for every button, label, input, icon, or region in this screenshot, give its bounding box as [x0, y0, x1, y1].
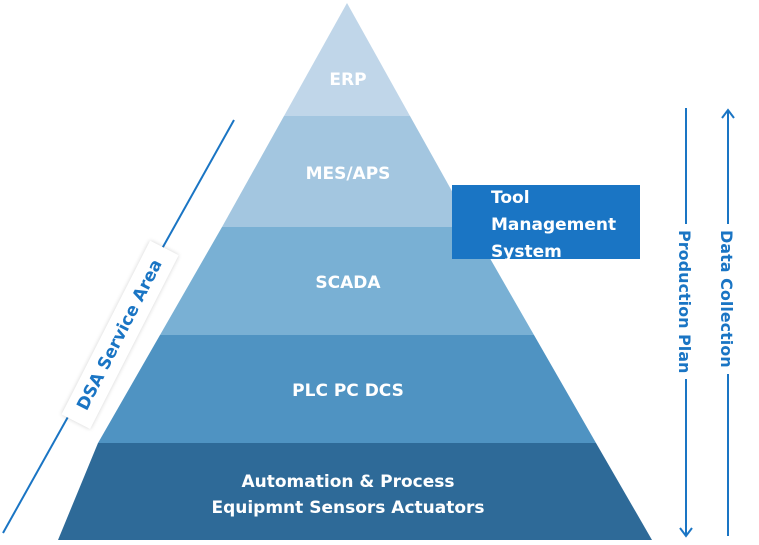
service-area-label: DSA Service Area — [61, 241, 179, 429]
layer-plc-label: PLC PC DCS — [292, 381, 404, 401]
tool-management-line-3: System — [491, 242, 562, 262]
layer-mes-aps-label: MES/APS — [305, 164, 391, 184]
layer-mes-aps-band — [222, 116, 472, 227]
layer-automation-line-2: Equipmnt Sensors Actuators — [211, 498, 485, 518]
tool-management-line-1: Tool — [491, 188, 530, 208]
layer-erp-band — [284, 3, 410, 116]
layer-erp-label: ERP — [329, 70, 367, 90]
layer-automation-line-1: Automation & Process — [241, 472, 455, 492]
production-plan-label: Production Plan — [675, 224, 694, 380]
data-collection-label: Data Collection — [717, 224, 736, 374]
layer-scada-band — [160, 227, 534, 335]
service-area-tag: DSA Service Area — [45, 235, 195, 435]
layer-automation-band — [58, 443, 652, 540]
layer-automation-label: Automation & Process Equipmnt Sensors Ac… — [150, 469, 546, 521]
tool-management-line-2: Management — [491, 215, 617, 235]
layer-plc-band — [98, 335, 596, 443]
tool-management-box: Tool Management System — [452, 185, 640, 262]
layer-scada-label: SCADA — [315, 273, 381, 293]
